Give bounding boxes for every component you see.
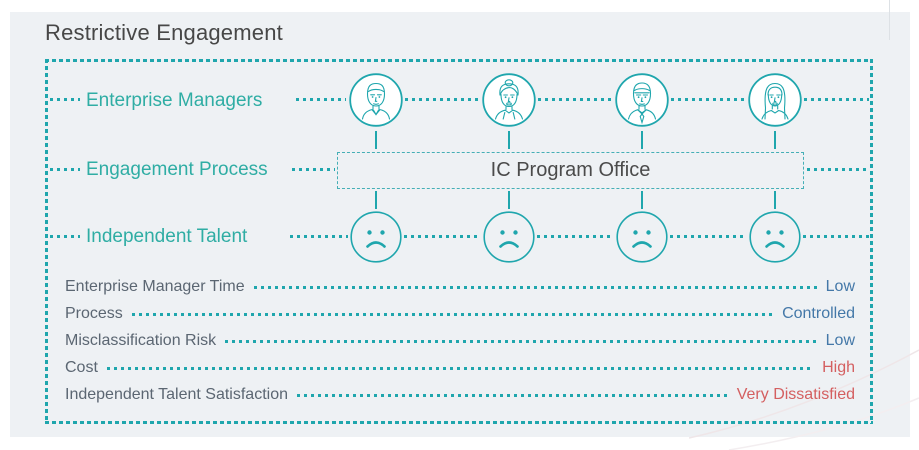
- dotted-connector: [50, 235, 80, 238]
- metric-label: Process: [65, 305, 123, 322]
- sad-face-icon: [350, 211, 402, 263]
- vertical-connector: [508, 191, 510, 209]
- dotted-connector: [296, 98, 346, 101]
- vertical-connector: [774, 191, 776, 209]
- metric-value: Low: [825, 278, 855, 295]
- vertical-connector: [774, 131, 776, 149]
- vertical-connector: [375, 131, 377, 149]
- metric-dotted-leader: [131, 312, 774, 316]
- metric-label: Cost: [65, 359, 98, 376]
- metric-row: Process Controlled: [65, 303, 855, 325]
- metric-dotted-leader: [253, 285, 817, 289]
- page-title: Restrictive Engagement: [45, 20, 283, 45]
- metric-row: Misclassification Risk Low: [65, 330, 855, 352]
- ic-program-office-box: IC Program Office: [337, 152, 804, 189]
- vertical-connector: [641, 131, 643, 149]
- dotted-connector: [807, 168, 869, 171]
- dotted-connector: [670, 235, 747, 238]
- border-bottom: [45, 421, 873, 424]
- metric-value: Low: [825, 332, 855, 349]
- sad-face-icon: [616, 211, 668, 263]
- vertical-connector: [508, 131, 510, 149]
- dotted-connector: [538, 98, 613, 101]
- row-label-engagement-process: Engagement Process: [86, 159, 268, 180]
- sad-face-icon: [749, 211, 801, 263]
- metric-dotted-leader: [106, 366, 814, 370]
- metric-value: Controlled: [782, 305, 855, 322]
- dotted-connector: [405, 98, 480, 101]
- row-label-enterprise-managers: Enterprise Managers: [86, 90, 263, 111]
- female-bun-avatar-icon: [482, 73, 536, 127]
- border-right: [870, 59, 873, 424]
- dotted-connector: [404, 235, 481, 238]
- male-tie-avatar-icon: [615, 73, 669, 127]
- row-label-independent-talent: Independent Talent: [86, 226, 248, 247]
- metric-value: Very Dissatisfied: [736, 386, 855, 403]
- metric-row: Independent Talent Satisfaction Very Dis…: [65, 384, 855, 406]
- dotted-connector: [50, 98, 80, 101]
- dotted-connector: [292, 168, 335, 171]
- metric-row: Enterprise Manager Time Low: [65, 276, 855, 298]
- metric-value: High: [822, 359, 855, 376]
- metric-label: Independent Talent Satisfaction: [65, 386, 288, 403]
- dotted-connector: [671, 98, 746, 101]
- vertical-connector: [375, 191, 377, 209]
- metric-row: Cost High: [65, 357, 855, 379]
- vertical-connector: [641, 191, 643, 209]
- dotted-connector: [537, 235, 614, 238]
- metric-label: Misclassification Risk: [65, 332, 217, 349]
- decorative-line: [889, 0, 890, 40]
- dotted-connector: [50, 168, 80, 171]
- border-left: [45, 59, 48, 424]
- dotted-connector: [290, 235, 348, 238]
- metric-label: Enterprise Manager Time: [65, 278, 245, 295]
- metric-dotted-leader: [225, 339, 817, 343]
- male-avatar-icon: [349, 73, 403, 127]
- dotted-connector: [803, 235, 869, 238]
- dotted-connector: [804, 98, 869, 101]
- border-top: [45, 59, 873, 62]
- sad-face-icon: [483, 211, 535, 263]
- female-hair-avatar-icon: [748, 73, 802, 127]
- metric-dotted-leader: [296, 393, 728, 397]
